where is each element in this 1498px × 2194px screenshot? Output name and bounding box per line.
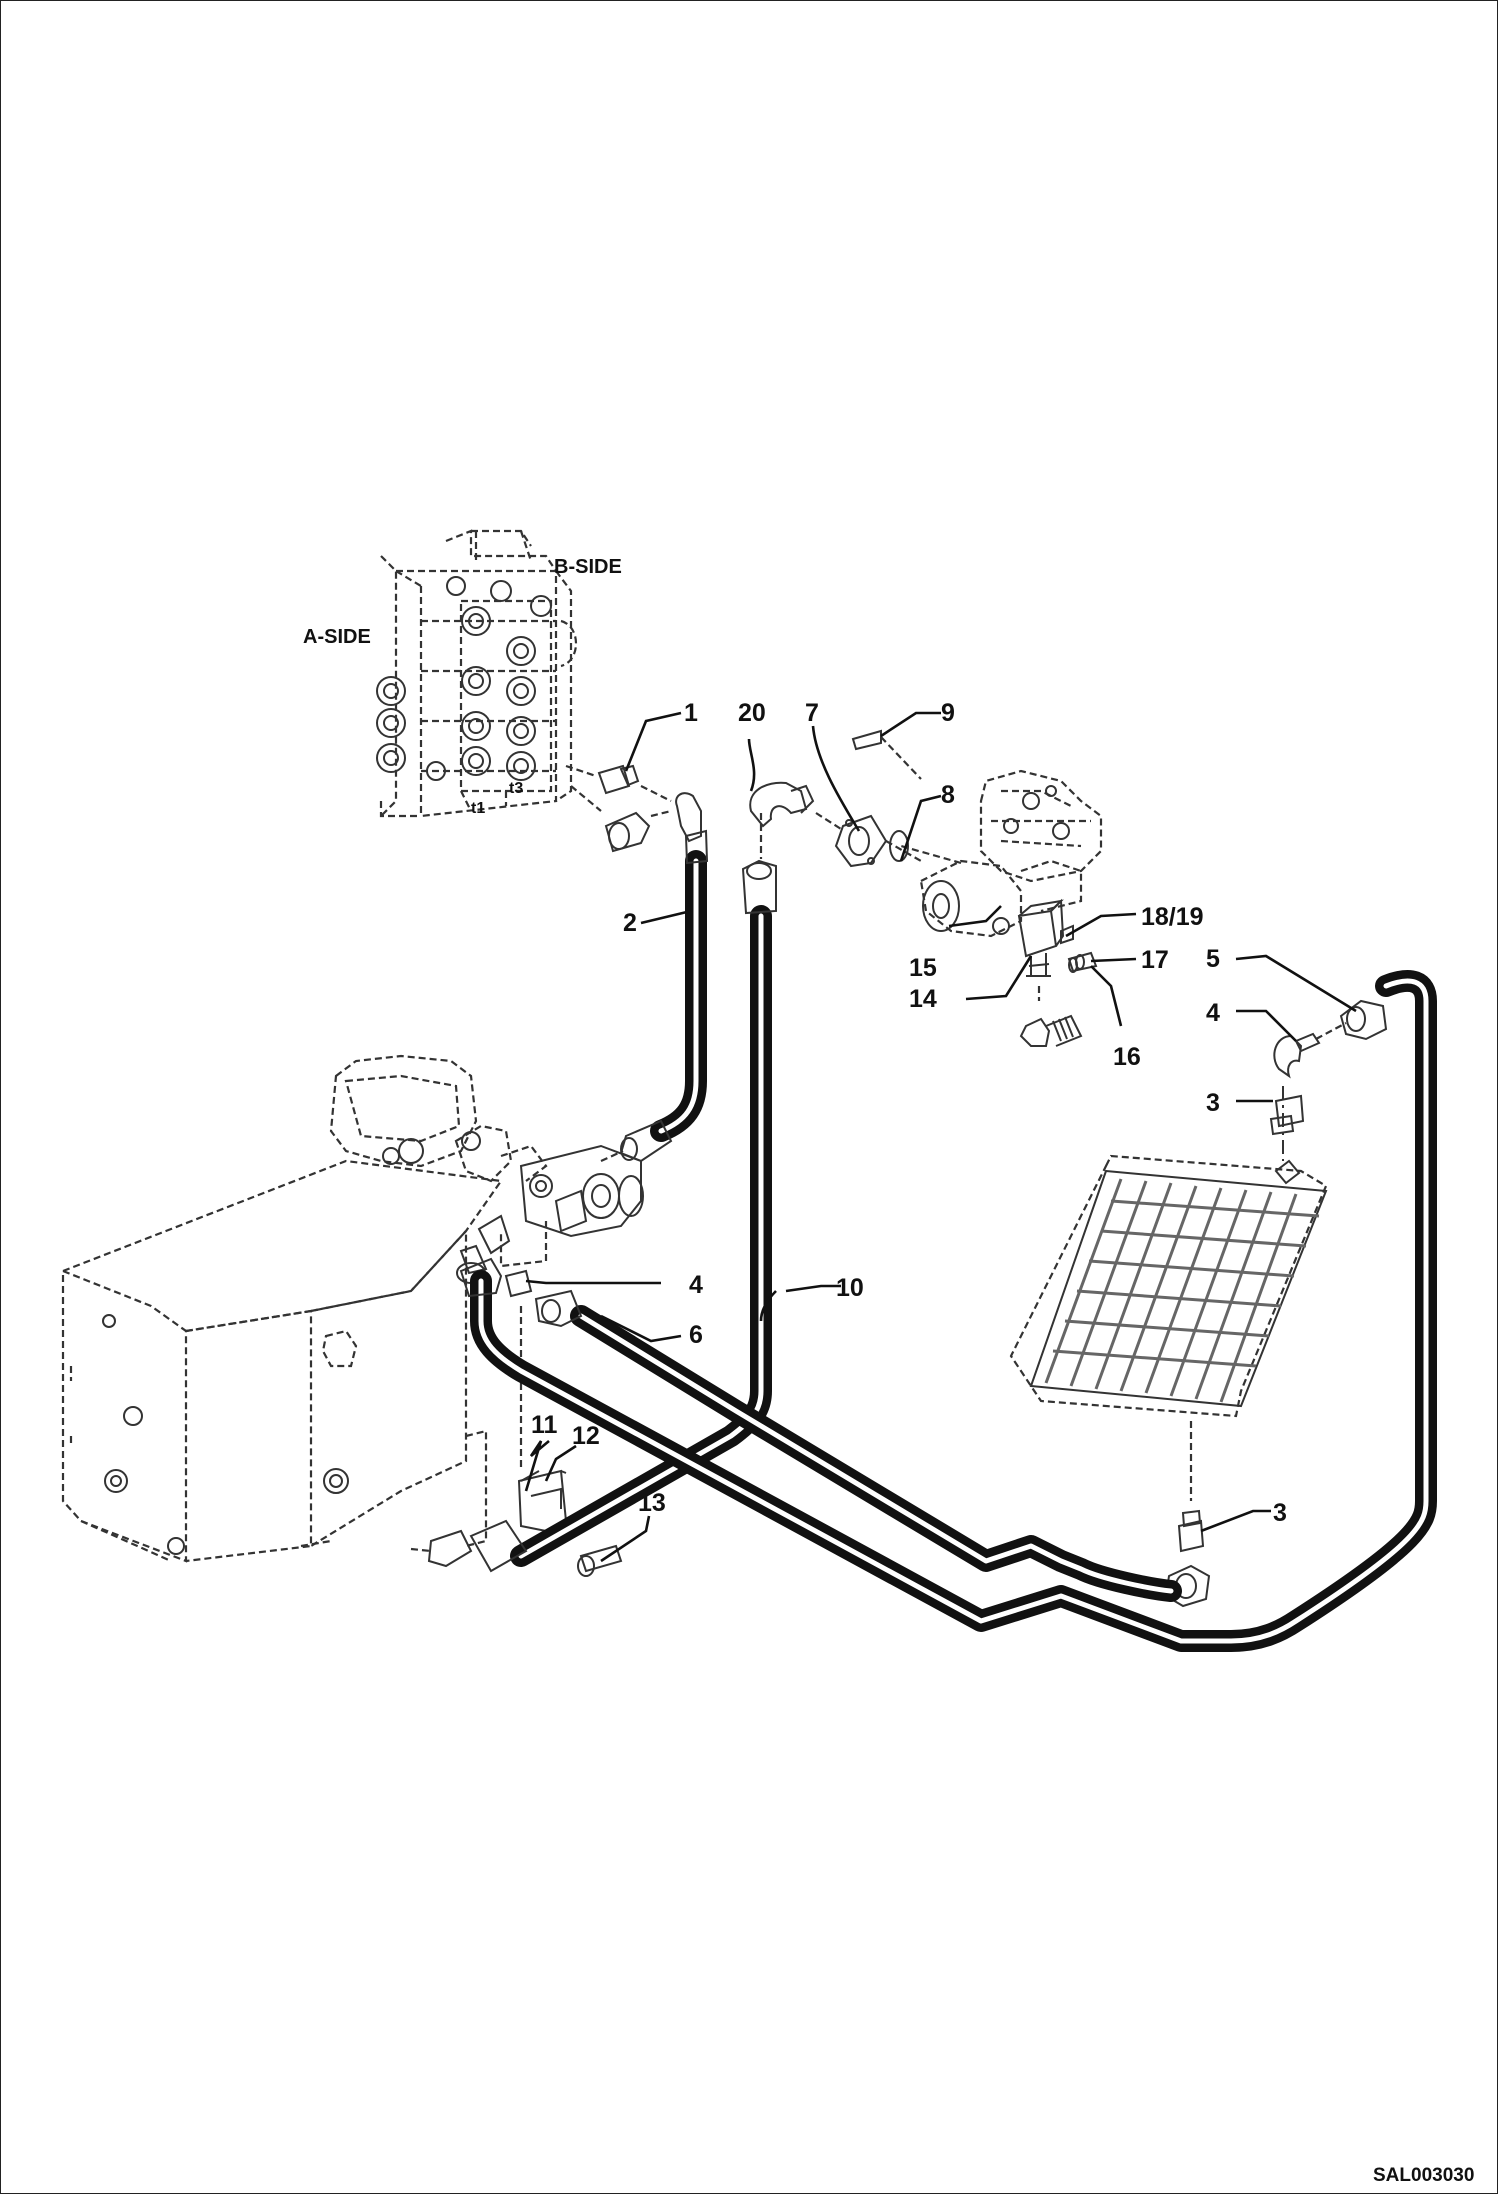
callout-20: 20 bbox=[738, 699, 766, 727]
callout-6: 6 bbox=[689, 1321, 703, 1349]
oil-cooler bbox=[1009, 1086, 1328, 1501]
side-labels: B-SIDE A-SIDE t1 t3 bbox=[303, 556, 622, 817]
callouts: 1 2 3 3 4 4 5 6 7 8 9 10 11 12 13 14 15 … bbox=[531, 699, 1287, 1527]
drawing-code: SAL003030 bbox=[1373, 2165, 1474, 2186]
callout-14: 14 bbox=[909, 985, 937, 1013]
callout-4-cooler: 4 bbox=[1206, 999, 1220, 1027]
cooler-fins bbox=[1044, 1178, 1320, 1403]
leader-lines bbox=[524, 711, 1357, 1563]
callout-16: 16 bbox=[1113, 1043, 1141, 1071]
callout-3-lower: 3 bbox=[1273, 1499, 1287, 1527]
callout-2: 2 bbox=[623, 909, 637, 937]
callout-11: 11 bbox=[531, 1411, 558, 1439]
control-valve bbox=[376, 529, 577, 818]
callout-10: 10 bbox=[836, 1274, 864, 1302]
callout-12: 12 bbox=[572, 1422, 600, 1450]
a-side-label: A-SIDE bbox=[303, 626, 371, 648]
callout-9: 9 bbox=[941, 699, 955, 727]
hydraulic-tank bbox=[61, 1054, 644, 1577]
callout-8: 8 bbox=[941, 781, 955, 809]
pump-assembly bbox=[919, 769, 1103, 1047]
flange-parts bbox=[749, 729, 962, 868]
callout-15: 15 bbox=[909, 954, 937, 982]
callout-4-tank: 4 bbox=[689, 1271, 703, 1299]
port-label-t1: t1 bbox=[471, 800, 485, 817]
callout-17: 17 bbox=[1141, 946, 1169, 974]
callout-7: 7 bbox=[805, 699, 819, 727]
hoses bbox=[470, 850, 1437, 1652]
callout-1: 1 bbox=[684, 699, 698, 727]
b-side-label: B-SIDE bbox=[554, 556, 622, 578]
callout-13: 13 bbox=[638, 1489, 666, 1517]
hose-fittings bbox=[459, 785, 777, 1573]
callout-18-19: 18/19 bbox=[1141, 903, 1204, 931]
callout-5: 5 bbox=[1206, 945, 1220, 973]
port-label-t3: t3 bbox=[509, 780, 523, 797]
callout-3-upper: 3 bbox=[1206, 1089, 1220, 1117]
